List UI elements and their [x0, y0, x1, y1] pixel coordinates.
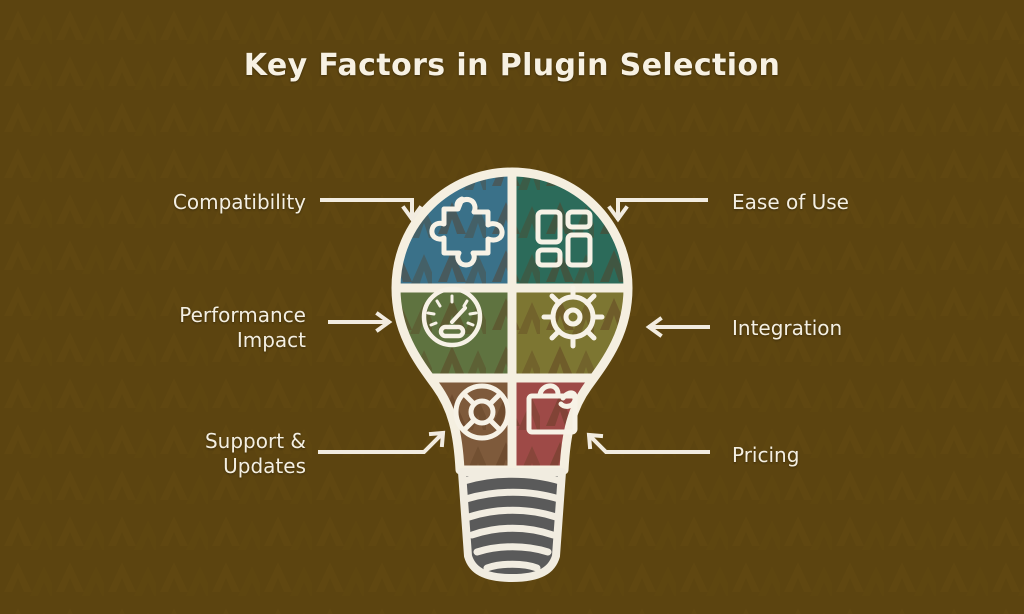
arrow-ease-of-use [607, 198, 708, 223]
segment-integration [512, 288, 628, 378]
label-integration: Integration [732, 316, 843, 340]
arrow-support-updates [318, 430, 446, 454]
label-performance-impact: Performance Impact [179, 303, 306, 352]
label-ease-of-use: Ease of Use [732, 190, 849, 214]
segment-compatibility [396, 172, 512, 288]
lifebuoy-icon [453, 383, 511, 441]
dashboard-blocks-icon [535, 209, 593, 268]
label-compatibility: Compatibility [172, 190, 306, 214]
bulb-screw-base [458, 468, 566, 582]
bulb-segments [396, 172, 628, 470]
speedometer-icon [421, 286, 483, 348]
segment-ease-of-use [512, 172, 628, 288]
arrow-integration [645, 316, 710, 338]
segment-performance-impact [396, 288, 512, 378]
puzzle-piece-icon [429, 196, 505, 268]
arrow-performance-impact [328, 311, 393, 333]
label-pricing: Pricing [732, 443, 800, 467]
label-support-updates: Support & Updates [204, 429, 306, 478]
segment-pricing [512, 378, 628, 470]
arrow-pricing [586, 432, 710, 454]
price-tag-bag-icon [526, 383, 578, 435]
arrow-compatibility [320, 198, 423, 223]
bulb-glass-outline [391, 167, 633, 475]
segment-support-updates [396, 378, 512, 470]
gear-sun-icon [541, 285, 605, 349]
segment-divider-cross [396, 172, 628, 470]
page-title: Key Factors in Plugin Selection [243, 48, 781, 83]
